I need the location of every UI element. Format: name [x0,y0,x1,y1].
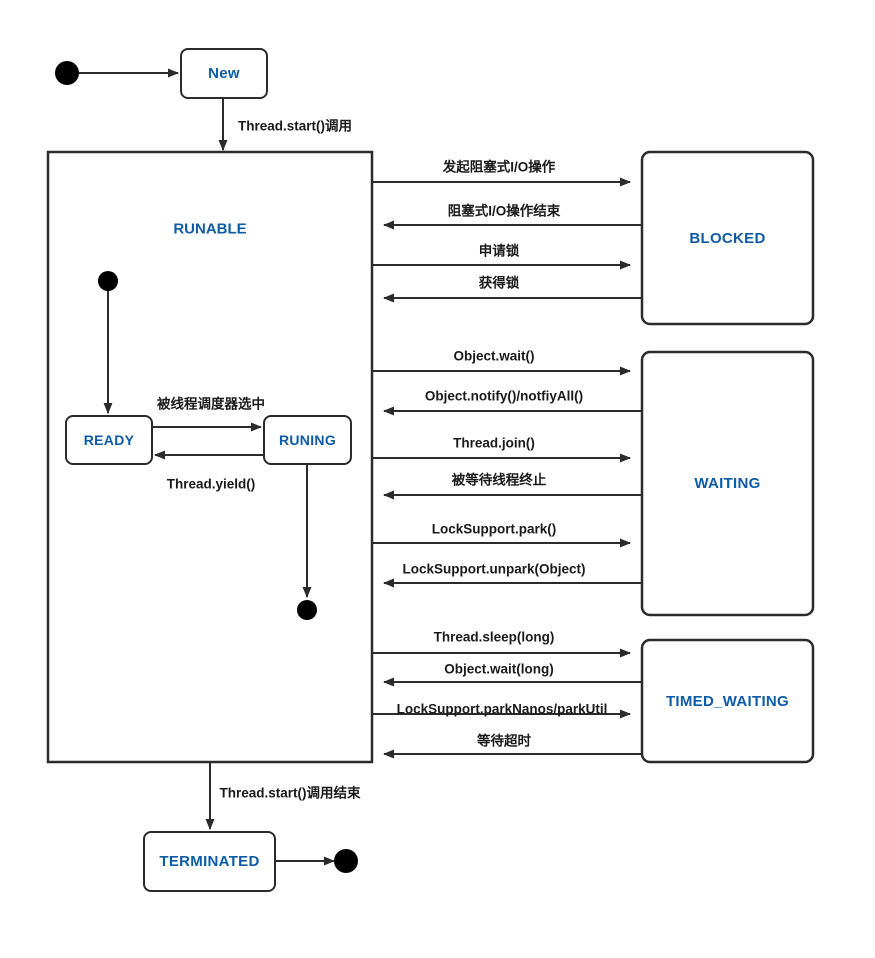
inner-initial-state-dot [98,271,118,291]
state-terminated-label: TERMINATED [159,853,260,870]
state-new-label: New [208,65,240,82]
state-new[interactable]: New [180,48,268,99]
final-state-dot [334,849,358,873]
edge-label-timed-waiting-2: LockSupport.parkNanos/parkUtil [396,701,608,717]
edge-label-waiting-1: Object.notify()/notfiyAll() [424,388,584,404]
state-runing-label: RUNING [278,432,337,448]
initial-state-dot [55,61,79,85]
edge-label-blocked-1: 阻塞式I/O操作结束 [447,203,561,219]
state-runable-label: RUNABLE [173,220,247,238]
edge-label-timed-waiting-0: Thread.sleep(long) [433,629,555,645]
edge-label-blocked-3: 获得锁 [478,275,520,291]
edge-label-waiting-2: Thread.join() [453,435,535,451]
edge-label-timed-waiting-1: Object.wait(long) [444,661,554,677]
edge-label-waiting-5: LockSupport.unpark(Object) [402,561,586,577]
edge-label-waiting-0: Object.wait() [453,348,535,364]
edge-label-waiting-3: 被等待线程终止 [451,472,547,488]
state-ready[interactable]: READY [65,415,153,465]
state-terminated[interactable]: TERMINATED [143,831,276,892]
edge-label-blocked-0: 发起阻塞式I/O操作 [442,159,556,175]
state-runing[interactable]: RUNING [263,415,352,465]
edge-label-runable-to-terminated: Thread.start()调用结束 [219,785,361,801]
edge-label-new-to-runable: Thread.start()调用 [237,118,353,134]
state-box-timed-waiting [640,638,815,764]
edge-label-timed-waiting-3: 等待超时 [477,733,531,749]
edge-label-waiting-4: LockSupport.park() [431,521,557,537]
state-box-waiting [640,350,815,617]
edge-label-runing-to-ready: Thread.yield() [166,476,256,492]
state-ready-label: READY [83,432,135,448]
edge-label-blocked-2: 申请锁 [478,243,520,259]
state-box-blocked [640,150,815,326]
edge-label-ready-to-runing: 被线程调度器选中 [157,396,265,412]
inner-final-state-dot [297,600,317,620]
